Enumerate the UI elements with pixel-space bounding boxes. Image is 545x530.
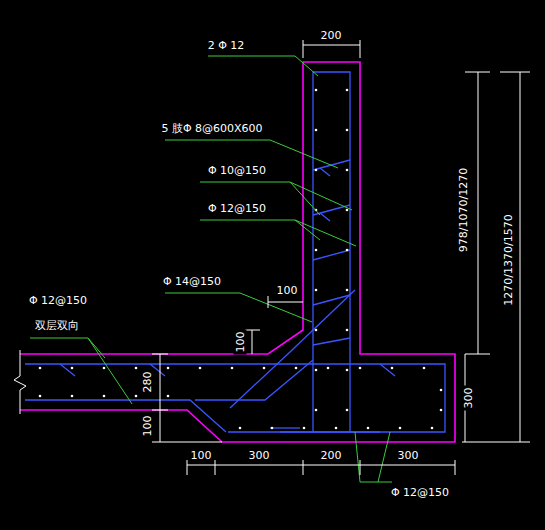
concrete-outline — [20, 62, 455, 442]
rebar-note: Φ 12@150 — [206, 202, 268, 215]
rebar-note: Φ 12@150 — [27, 294, 89, 307]
break-symbol — [14, 350, 26, 414]
rebar — [25, 72, 445, 432]
dimension-text: 200 — [319, 29, 344, 42]
rebar-note: Φ 12@150 — [389, 486, 451, 499]
dimension-text: 300 — [462, 386, 475, 411]
dimension-text: 300 — [247, 449, 272, 462]
rebar-dots — [39, 89, 443, 430]
dimension-text: 1270/1370/1570 — [502, 212, 515, 307]
dimension-text: 100 — [141, 414, 154, 439]
rebar-note: Φ 14@150 — [161, 275, 223, 288]
rebar-note: 双层双向 — [33, 319, 81, 332]
dimension-lines — [152, 40, 530, 475]
dimension-text: 300 — [396, 449, 421, 462]
dimension-text: 200 — [319, 449, 344, 462]
dimension-text: 100 — [234, 330, 247, 355]
rebar-note: 2 Φ 12 — [206, 39, 247, 52]
rebar-note: Φ 10@150 — [206, 164, 268, 177]
dimension-text: 978/1070/1270 — [457, 166, 470, 254]
dimension-text: 280 — [141, 370, 154, 395]
dimension-text: 100 — [189, 449, 214, 462]
leader-lines — [30, 56, 392, 482]
rebar-note: 5 肢Φ 8@600X600 — [159, 122, 264, 135]
dimension-text: 100 — [275, 284, 300, 297]
